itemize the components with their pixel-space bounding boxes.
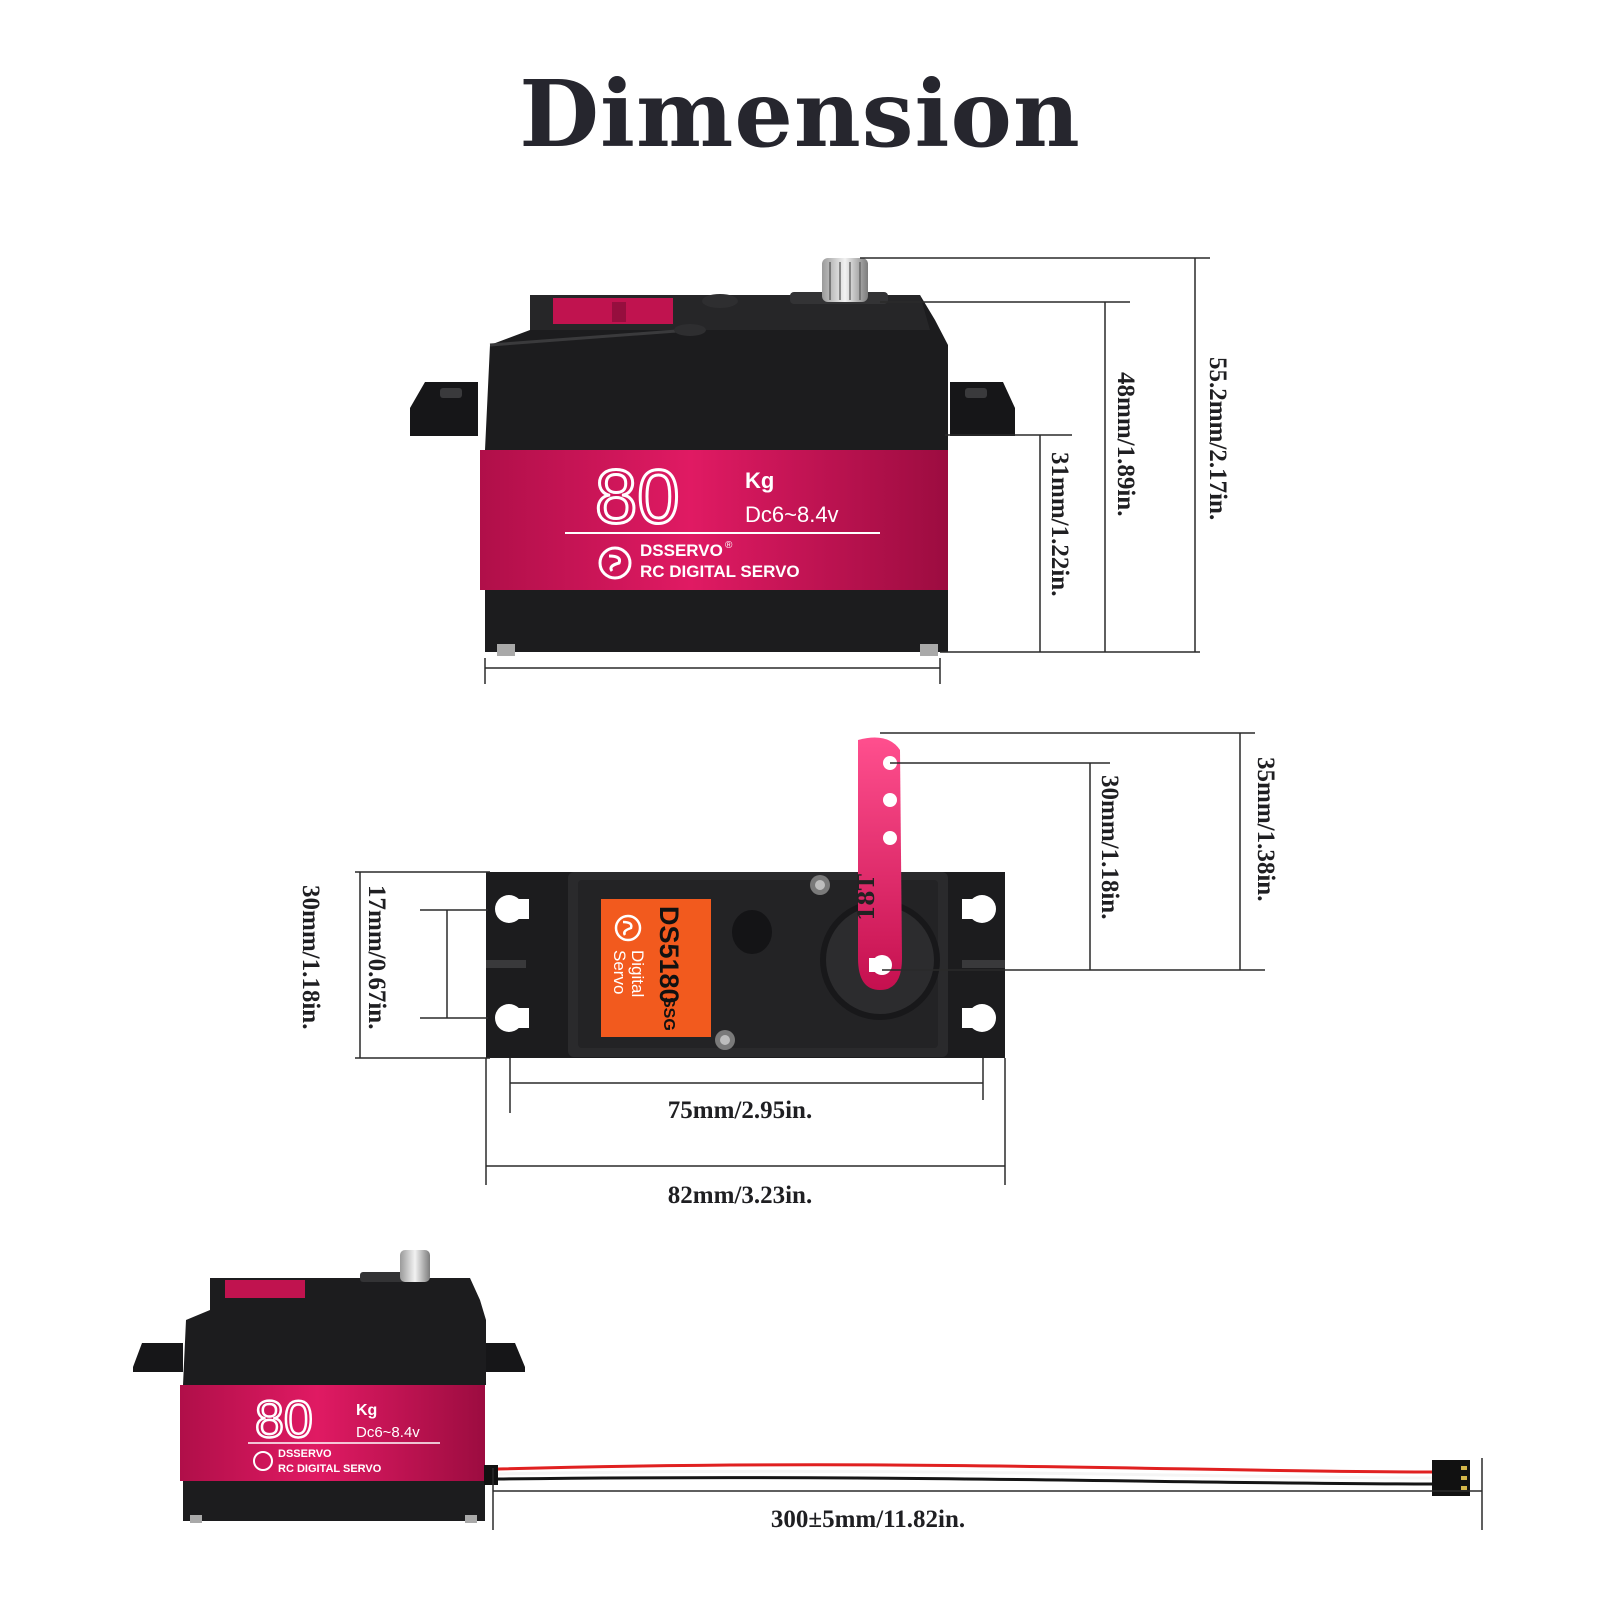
dim-height-body: 48mm/1.89in. — [1112, 372, 1139, 516]
cable-view-torque-number: 80 — [255, 1391, 313, 1449]
servo-top-view — [486, 737, 1005, 1058]
cable-view-subtitle: RC DIGITAL SERVO — [278, 1463, 382, 1475]
model-suffix: SSG — [660, 997, 677, 1031]
front-dimension-lines — [484, 257, 1210, 684]
page-title: Dimension — [519, 60, 1081, 168]
label-line-servo: Servo — [610, 950, 629, 994]
cable-view-torque-unit: Kg — [356, 1402, 377, 1419]
dim-cable-length: 300±5mm/11.82in. — [771, 1506, 965, 1533]
cable-view-logo-icon — [253, 1451, 273, 1471]
torque-number: 80 — [595, 455, 680, 540]
brand-name: DSSERVO — [640, 541, 723, 560]
dim-length-total: 82mm/3.23in. — [668, 1182, 812, 1209]
registered-mark: ® — [725, 540, 733, 551]
dsservo-label-logo-icon — [614, 914, 642, 942]
dim-height-total: 55.2mm/2.17in. — [1204, 357, 1231, 520]
dsservo-logo-icon — [598, 546, 632, 580]
cable-view-brand-name: DSSERVO — [278, 1448, 332, 1460]
dim-height-case: 31mm/1.22in. — [1046, 452, 1073, 596]
dim-horn-hole: 30mm/1.18in. — [1096, 775, 1123, 919]
voltage-rating: Dc6~8.4v — [745, 502, 839, 527]
mounting-hole-icon — [495, 895, 996, 1032]
torque-unit: Kg — [745, 468, 774, 493]
dim-horn-length: 35mm/1.38in. — [1252, 757, 1279, 901]
servo-subtitle: RC DIGITAL SERVO — [640, 562, 800, 581]
cable-view-voltage: Dc6~8.4v — [356, 1424, 420, 1441]
servo-front-view: 80 Kg Dc6~8.4v DSSERVO ® RC DIGITAL SERV… — [410, 258, 1015, 656]
dim-width-total: 30mm/1.18in. — [297, 885, 324, 1029]
dim-hole-spacing: 17mm/0.67in. — [363, 885, 390, 1029]
label-line-digital: Digital — [628, 950, 647, 997]
servo-cable-view — [133, 1250, 1470, 1523]
cable-dimension-lines — [492, 1458, 1483, 1530]
horn-spline-text: 18T — [854, 873, 880, 921]
dim-mount-spacing: 75mm/2.95in. — [668, 1097, 812, 1124]
top-dimension-lines — [355, 732, 1265, 1185]
model-number: DS5180 — [654, 906, 684, 1004]
